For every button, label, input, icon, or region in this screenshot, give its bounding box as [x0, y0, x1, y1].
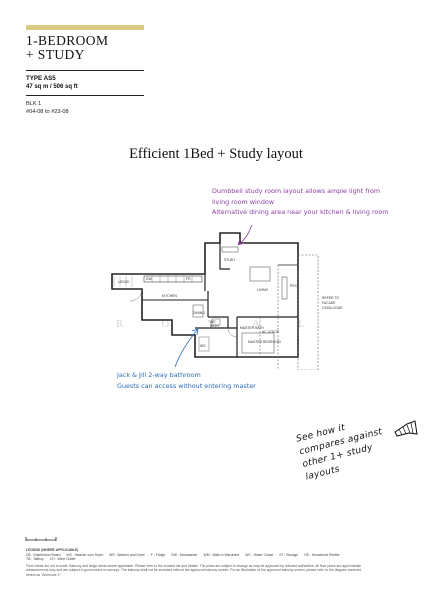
title-line-2: + STUDY [26, 47, 85, 62]
legend: LEGEND (WHERE APPLICABLE) DB : Distribut… [26, 548, 366, 577]
bathroom-note-line-1: Jack & Jill 2-way bathroom [117, 371, 201, 379]
label-catalogue: CATALOGUE [322, 306, 343, 310]
study-annotation: Dumbbell study room layout allows ample … [212, 186, 412, 218]
legend-items: DB : Distribution Board WC : Washer cum … [26, 553, 366, 562]
type-label: TYPE AS5 [26, 75, 56, 82]
legend-title: LEGEND (WHERE APPLICABLE) [26, 548, 79, 552]
label-dw: DW [146, 277, 152, 281]
title-line-1: 1-BEDROOM [26, 33, 109, 48]
label-bath: BATH [210, 324, 219, 328]
block-number: BLK 1 [26, 101, 42, 107]
label-master-bath: MASTER BATH [240, 326, 264, 330]
label-refer-to: REFER TO [322, 296, 339, 300]
legend-item: WC : Water Closet [245, 552, 274, 557]
label-ac-ledge: AC LEDGE [262, 330, 280, 334]
study-note-line-1: Dumbbell study room layout allows ample … [212, 187, 381, 195]
legend-item: WM : Walk-in Wardrobe [203, 552, 240, 557]
unit-numbers: #04-08 to #23-08 [26, 108, 69, 115]
legend-item: ST : Storage [279, 552, 299, 557]
legend-item: F : Fridge [150, 552, 166, 557]
block-info: BLK 1 #04-08 to #23-08 [26, 101, 69, 116]
bathroom-annotation: Jack & Jill 2-way bathroom Guests can ac… [117, 370, 297, 392]
legend-item: HS : Household Shelter [304, 552, 340, 557]
label-study: STUDY [224, 258, 236, 262]
label-pes: PES [290, 284, 298, 288]
unit-size: 47 sq m / 506 sq ft [26, 84, 78, 90]
legend-item: DB : Distribution Board [26, 552, 61, 557]
label-facade: FACADE [322, 301, 336, 305]
label-fr: FR [186, 277, 191, 281]
label-ledge: LEDGE [118, 280, 130, 284]
scale-bar [25, 537, 57, 541]
label-master-bedroom: MASTER BEDROOM [248, 340, 281, 344]
study-arrow [237, 225, 253, 246]
unit-type-box: TYPE AS5 47 sq m / 506 sq ft [26, 70, 144, 96]
legend-item: DW : Dishwasher [171, 552, 198, 557]
study-note-line-2: living room window [212, 197, 275, 206]
legend-item: WC : Washer cum Dryer [66, 552, 104, 557]
bathroom-arrow [174, 328, 199, 368]
label-ws: WS [200, 344, 206, 348]
legend-item: WS : Washer and Dryer [109, 552, 145, 557]
legend-item: CH : Wine Chiller [49, 557, 76, 561]
label-dining: DINING [193, 311, 205, 315]
floor-plan: LEDGE STUDY KITCHEN DINING LIVING WC BAT… [111, 225, 343, 370]
handwritten-note: See how it compares against other 1+ stu… [295, 413, 390, 484]
label-wc: WC [210, 320, 216, 324]
headline: Efficient 1Bed + Study layout [129, 146, 303, 162]
legend-item: TB : Tallboy [26, 557, 44, 561]
unit-title: 1-BEDROOM + STUDY [26, 34, 108, 62]
watermark: ROYAL [116, 318, 343, 330]
label-living: LIVING [257, 288, 268, 292]
disclaimer: Floor Areas are not to scale. Balcony an… [26, 563, 362, 577]
accent-bar [26, 25, 144, 30]
label-kitchen: KITCHEN [162, 294, 177, 298]
megaphone-icon [394, 420, 418, 437]
study-note-line-3: Alternative dining area near your kitche… [212, 208, 389, 216]
bathroom-note-line-2: Guests can access without entering maste… [117, 382, 256, 390]
